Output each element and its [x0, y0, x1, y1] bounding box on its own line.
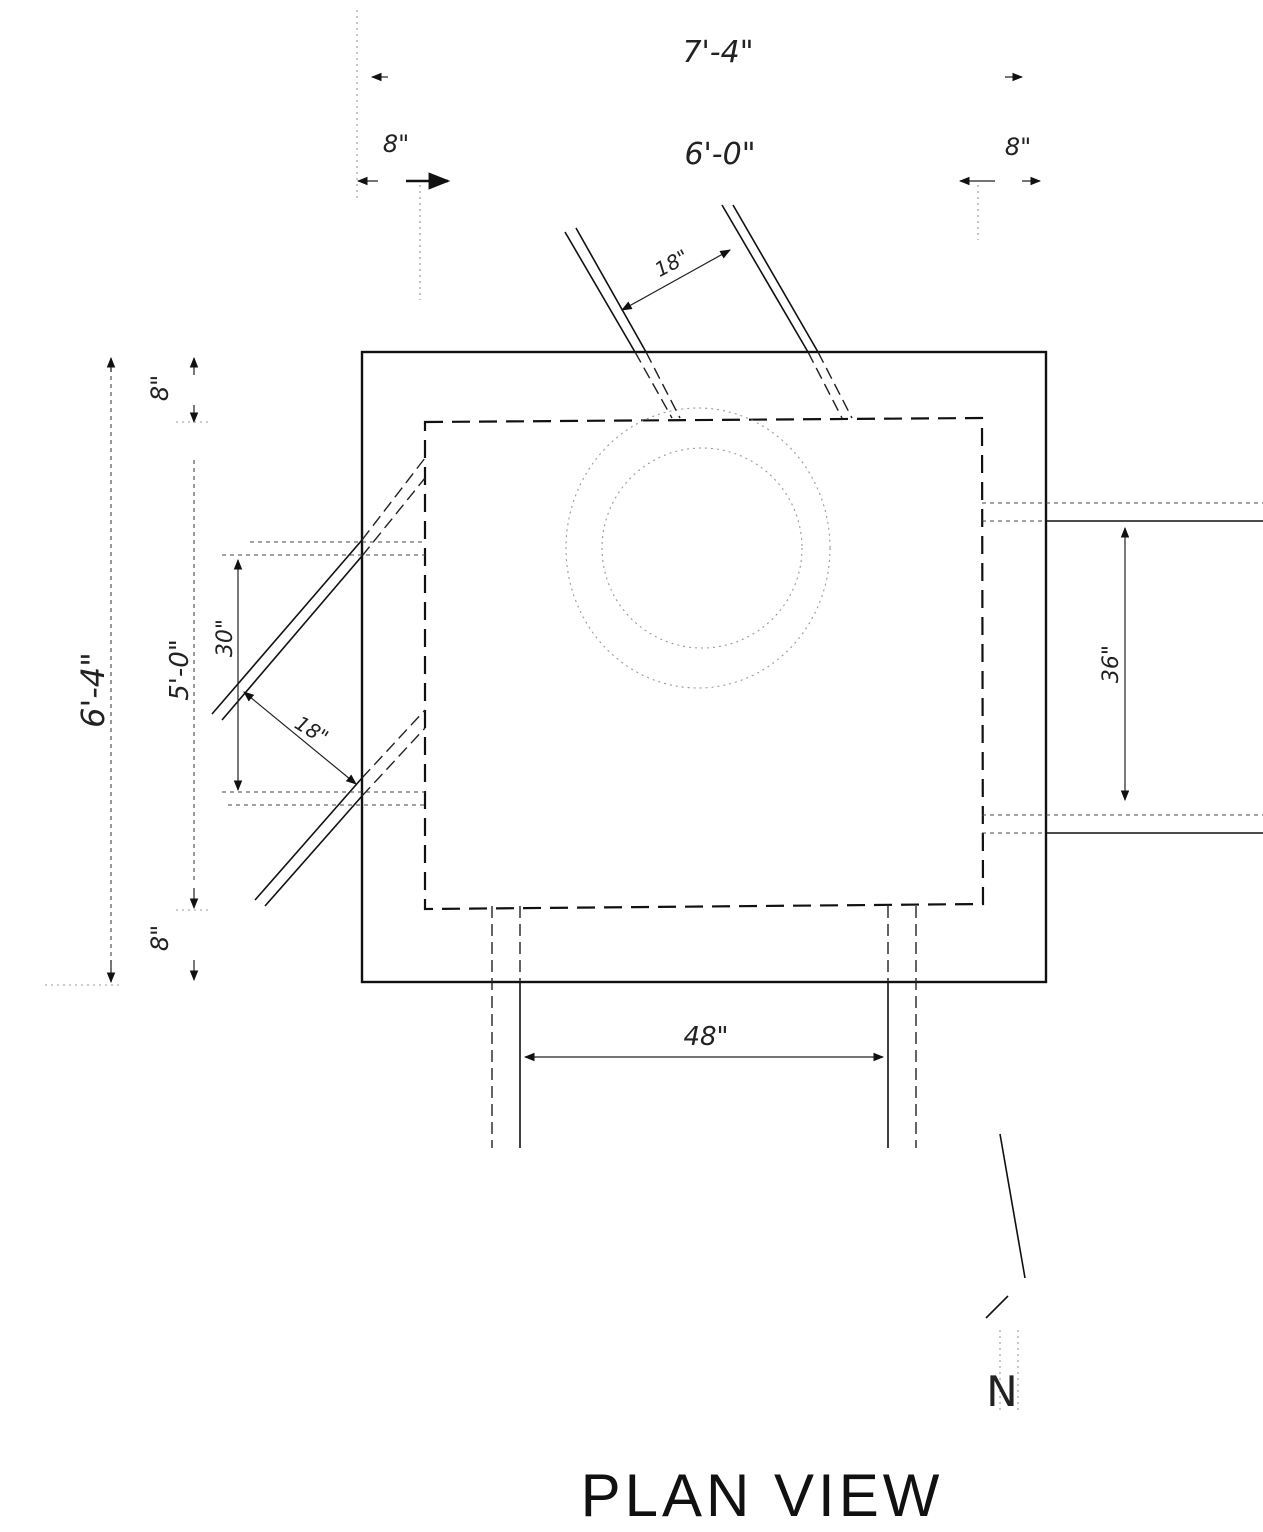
left-dimensions — [45, 356, 210, 986]
bottom-pipe — [491, 906, 917, 1148]
pipe-bottom-width-label: 48" — [683, 1022, 728, 1052]
inner-width-label: 6'-0" — [684, 137, 755, 172]
pipe-top-width-label: 18" — [651, 244, 693, 281]
left-pipes — [211, 457, 426, 907]
box-structure — [360, 350, 1048, 984]
pipe-right-width-label: 36" — [1099, 645, 1124, 683]
manhole-opening — [565, 407, 831, 689]
drawing-title: PLAN VIEW — [581, 1462, 944, 1529]
overall-height-label: 6'-4" — [74, 652, 112, 728]
right-wall-label: 8" — [1005, 133, 1031, 161]
outer-wall-outline — [360, 350, 1048, 984]
inner-height-label: 5'-0" — [165, 639, 195, 701]
top-dimensions — [356, 10, 1042, 300]
inner-wall-outline — [423, 416, 985, 911]
pipe-left-spacing-label: 30" — [213, 619, 238, 657]
pipe-left-width-label: 18" — [291, 711, 333, 750]
top-pipe — [564, 204, 853, 419]
top-wall-label: 8" — [146, 375, 174, 401]
overall-width-label: 7'-4" — [682, 35, 753, 70]
north-arrow — [985, 1133, 1026, 1410]
right-pipe — [982, 502, 1263, 834]
bottom-wall-label: 8" — [146, 925, 174, 951]
north-label: N — [986, 1367, 1017, 1416]
left-wall-label: 8" — [383, 130, 409, 158]
